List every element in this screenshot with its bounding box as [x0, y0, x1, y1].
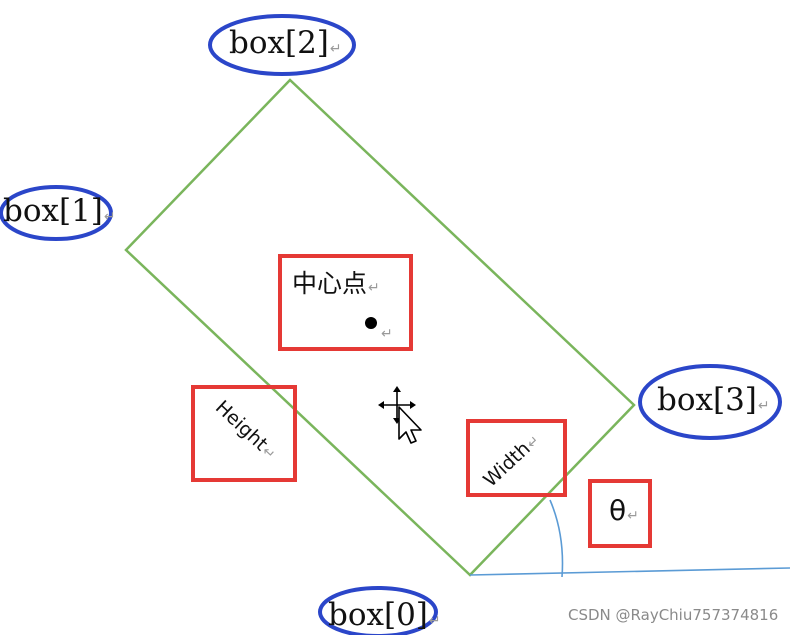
- box1-text: box[1]: [3, 193, 103, 229]
- width-highlight-box: [466, 419, 567, 497]
- box2-text: box[2]: [229, 25, 329, 61]
- box3-text: box[3]: [657, 382, 757, 418]
- return-mark-icon: ↵: [368, 280, 380, 296]
- center-highlight-box: [278, 254, 413, 351]
- center-point-label: 中心点↵: [292, 271, 380, 296]
- return-mark-icon: ↵: [329, 41, 342, 57]
- center-text: 中心点: [292, 269, 368, 298]
- return-mark-icon: ↵: [757, 398, 770, 414]
- return-mark-icon: ↵: [627, 508, 639, 524]
- move-cursor-icon: [378, 386, 422, 444]
- theta-text: θ: [609, 494, 627, 527]
- return-mark-icon: ↵: [381, 326, 393, 342]
- watermark: CSDN @RayChiu757374816: [568, 606, 779, 624]
- return-mark-icon: ↵: [428, 613, 441, 629]
- theta-label: θ↵: [609, 497, 639, 525]
- center-point: [365, 317, 377, 329]
- box3-ellipse: [638, 364, 782, 440]
- box2-ellipse: [208, 14, 356, 76]
- box0-text: box[0]: [328, 597, 428, 633]
- box0-ellipse: [318, 586, 438, 635]
- return-mark-icon: ↵: [103, 209, 116, 225]
- theta-highlight-box: [588, 479, 652, 548]
- box0-label: box[0]↵: [328, 600, 441, 631]
- angle-arc: [549, 499, 564, 578]
- box3-label: box[3]↵: [657, 385, 770, 416]
- box2-label: box[2]↵: [229, 28, 342, 59]
- box1-label: box[1]↵: [3, 196, 116, 227]
- horizontal-reference-line: [469, 567, 790, 576]
- height-highlight-box: [191, 385, 297, 482]
- rotated-rectangle: [124, 78, 636, 577]
- box1-ellipse: [0, 185, 113, 241]
